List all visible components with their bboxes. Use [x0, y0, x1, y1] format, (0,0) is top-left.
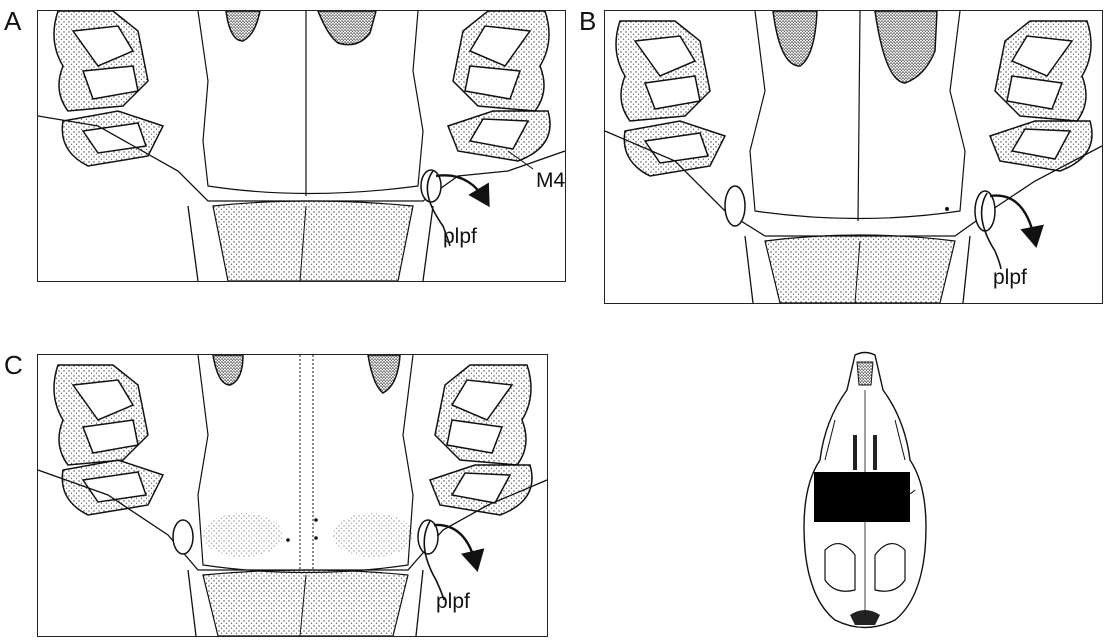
overview-region-marker [814, 472, 910, 522]
label-plpf-a: plpf [443, 225, 477, 249]
skull-drawing-c [38, 355, 547, 636]
label-plpf-c: plpf [436, 590, 470, 614]
panel-letter-a: A [4, 6, 21, 37]
label-m4-a: M4 [536, 169, 565, 193]
skull-overview [795, 350, 935, 635]
panel-b: plpf [604, 10, 1103, 304]
skull-drawing-a [38, 11, 565, 281]
panel-letter-c: C [4, 350, 23, 381]
panel-letter-b: B [579, 6, 596, 37]
skull-drawing-b [605, 11, 1102, 303]
panel-c: plpf [37, 354, 548, 637]
skull-overview-drawing [795, 350, 935, 635]
label-plpf-b: plpf [993, 266, 1027, 290]
panel-a: plpf M4 [37, 10, 566, 282]
